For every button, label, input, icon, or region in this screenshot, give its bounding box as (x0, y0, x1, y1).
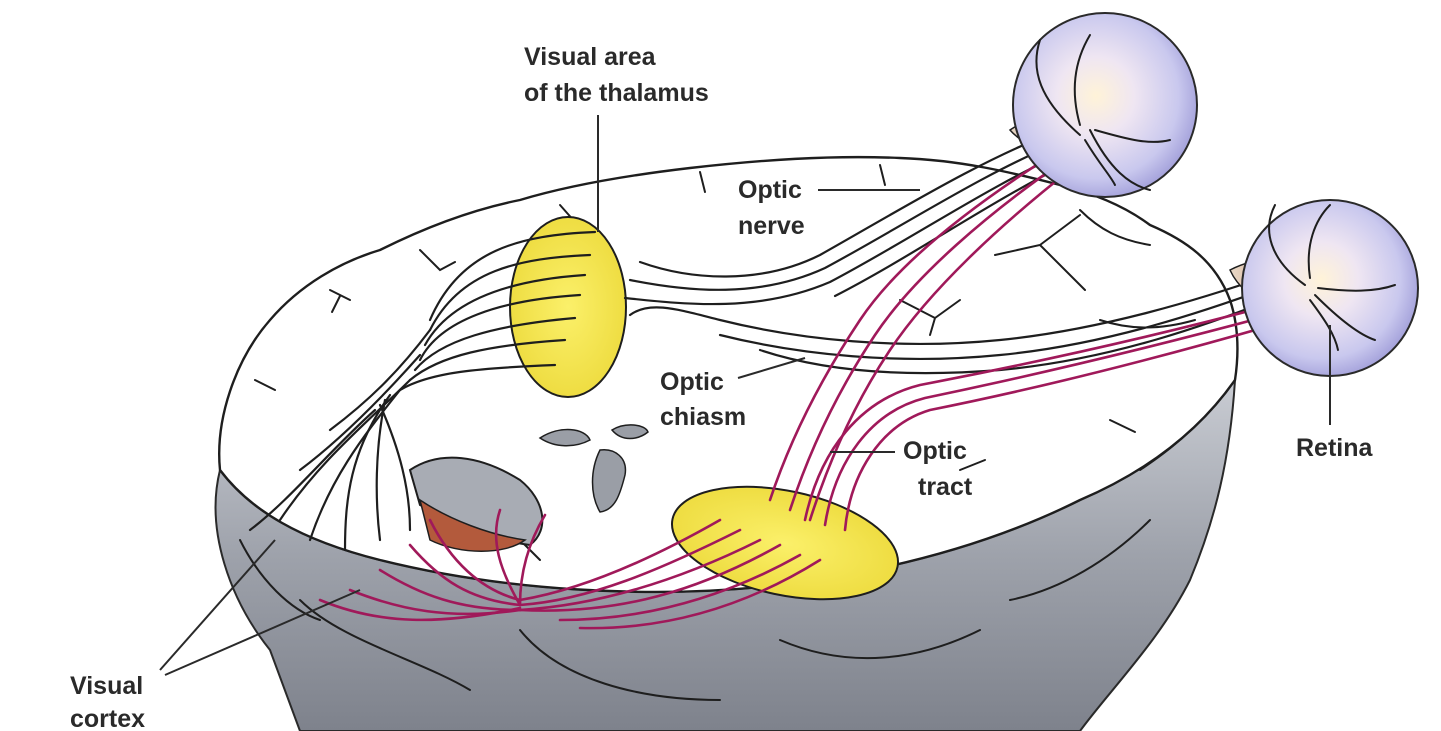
label-optic-nerve-line1: Optic (738, 176, 802, 204)
label-optic-tract-line1: Optic (903, 437, 967, 465)
label-visual-cortex-line1: Visual (70, 672, 143, 700)
thalamus-visual-area (510, 217, 626, 397)
label-optic-nerve-line2: nerve (738, 212, 805, 240)
label-visual-cortex-line2: cortex (70, 705, 145, 731)
label-thalamus-line2: of the thalamus (524, 79, 709, 107)
label-optic-chiasm-line1: Optic (660, 368, 724, 396)
eye-left (1010, 13, 1197, 197)
label-optic-tract-line2: tract (918, 473, 973, 501)
label-retina: Retina (1296, 434, 1374, 462)
eye-right (1230, 200, 1418, 376)
brain-section (216, 157, 1238, 731)
label-thalamus-line1: Visual area (524, 43, 657, 71)
label-optic-chiasm-line2: chiasm (660, 403, 746, 431)
